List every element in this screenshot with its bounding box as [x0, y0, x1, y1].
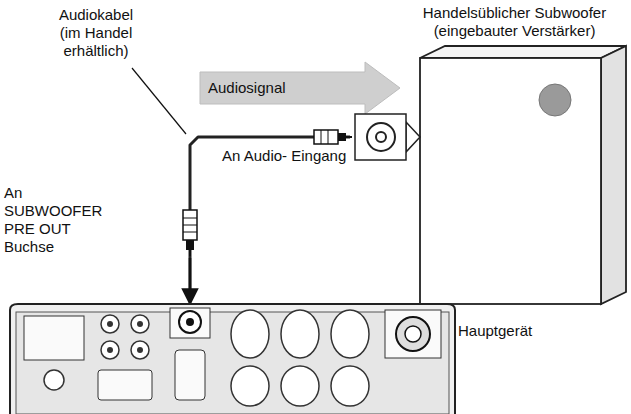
subwoofer-unit: Handelsüblicher Subwoofer (eingebauter V…: [350, 0, 631, 306]
connector-label: An Audio- Eingang: [222, 147, 346, 165]
main-unit-rear-panel: [10, 300, 455, 414]
part-label: Hauptgerät: [458, 322, 532, 340]
insert-arrow: [189, 258, 192, 304]
cable-plug: [183, 210, 197, 256]
connector-label: An SUBWOOFER PRE OUT Buchse: [4, 184, 104, 256]
leader-line: [132, 68, 186, 134]
audio-cable: [190, 137, 350, 300]
part-heading: Handelsüblicher Subwoofer (eingebauter V…: [402, 4, 627, 40]
cable-plug: [314, 130, 352, 144]
subwoofer-outline: [350, 0, 631, 306]
part-label: Audiokabel (im Handel erhältlich): [50, 6, 142, 60]
signal-arrow: [200, 62, 400, 114]
main-unit: Hauptgerät: [10, 300, 455, 414]
signal-label: Audiosignal: [208, 79, 286, 97]
